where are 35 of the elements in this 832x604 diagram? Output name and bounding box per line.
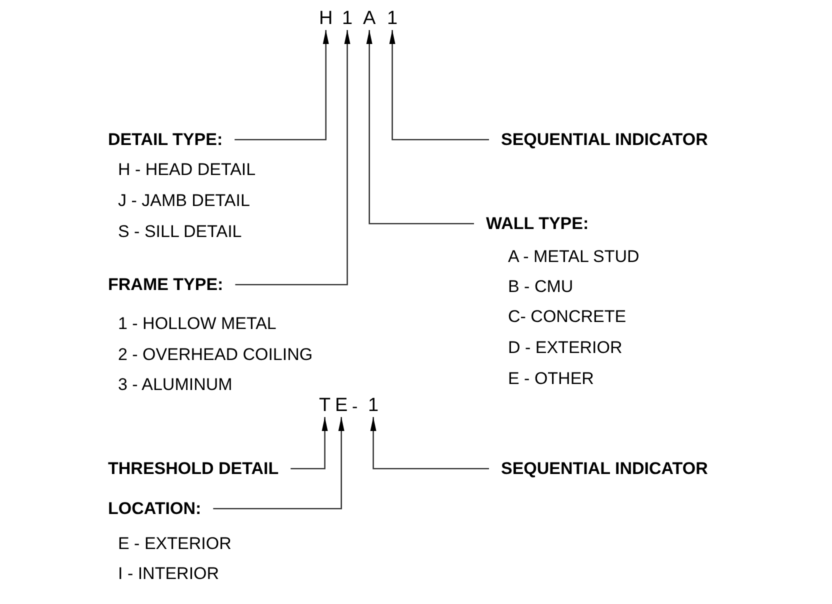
field-heading: SEQUENTIAL INDICATOR: [489, 458, 720, 480]
code-option: 1 - HOLLOW METAL: [118, 313, 276, 334]
leader-arrow: [235, 30, 350, 286]
code-option: C- CONCRETE: [508, 306, 626, 328]
code-option: A - METAL STUD: [508, 246, 640, 268]
code-option: 3 - ALUMINUM: [118, 374, 232, 396]
code-option: S - SILL DETAIL: [118, 221, 242, 242]
field-heading: DETAIL TYPE:: [96, 129, 235, 150]
code-option: I - INTERIOR: [118, 563, 220, 584]
field-heading: THRESHOLD DETAIL: [96, 458, 291, 480]
field-heading: WALL TYPE:: [474, 213, 601, 234]
leader-arrow: [290, 417, 328, 470]
code-character: 1: [386, 9, 399, 28]
leader-arrow: [389, 30, 489, 140]
code-option: -: [352, 396, 358, 418]
code-character: T: [318, 396, 332, 415]
code-option: E - OTHER: [508, 368, 594, 390]
code-option: H - HEAD DETAIL: [118, 159, 256, 180]
code-character: H: [318, 9, 334, 28]
code-option: J - JAMB DETAIL: [118, 190, 250, 212]
code-option: B - CMU: [508, 276, 574, 298]
leader-arrow: [234, 30, 329, 140]
code-character: 1: [341, 9, 354, 28]
leader-arrow: [370, 417, 489, 470]
field-heading: SEQUENTIAL INDICATOR: [489, 129, 720, 150]
field-heading: LOCATION:: [96, 498, 214, 520]
leader-arrow: [213, 417, 344, 510]
code-option: 2 - OVERHEAD COILING: [118, 344, 313, 366]
code-option: E - EXTERIOR: [118, 533, 232, 554]
code-option: D - EXTERIOR: [508, 337, 622, 358]
field-heading: FRAME TYPE:: [96, 274, 236, 296]
leader-arrow: [366, 30, 474, 224]
code-character: E: [334, 396, 349, 415]
code-character: A: [362, 9, 377, 28]
code-character: 1: [367, 396, 380, 415]
